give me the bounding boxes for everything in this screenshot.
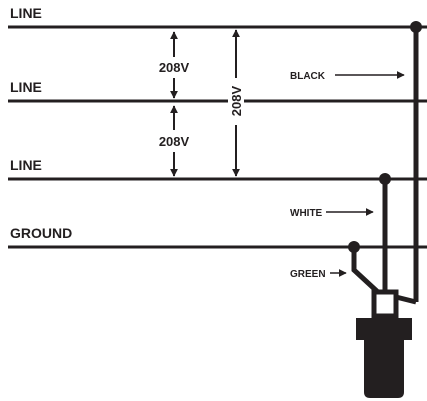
white-wire-label: WHITE <box>290 208 323 219</box>
voltage-label-across-bg <box>228 80 244 122</box>
voltage-label-across: 208V <box>229 85 244 116</box>
line-1-label: LINE <box>10 5 42 21</box>
green-connection-dot <box>348 241 360 253</box>
lamp-fixture-icon <box>356 318 412 398</box>
ground-label: GROUND <box>10 225 72 241</box>
black-connection-dot <box>410 21 422 33</box>
line-3-label: LINE <box>10 157 42 173</box>
black-wire-label: BLACK <box>290 71 326 82</box>
socket-neck <box>371 289 399 319</box>
line-2-label: LINE <box>10 79 42 95</box>
voltage-label-lower: 208V <box>159 134 190 149</box>
white-connection-dot <box>379 173 391 185</box>
voltage-label-upper: 208V <box>159 60 190 75</box>
green-wire <box>351 247 382 296</box>
green-wire-label: GREEN <box>290 269 326 280</box>
